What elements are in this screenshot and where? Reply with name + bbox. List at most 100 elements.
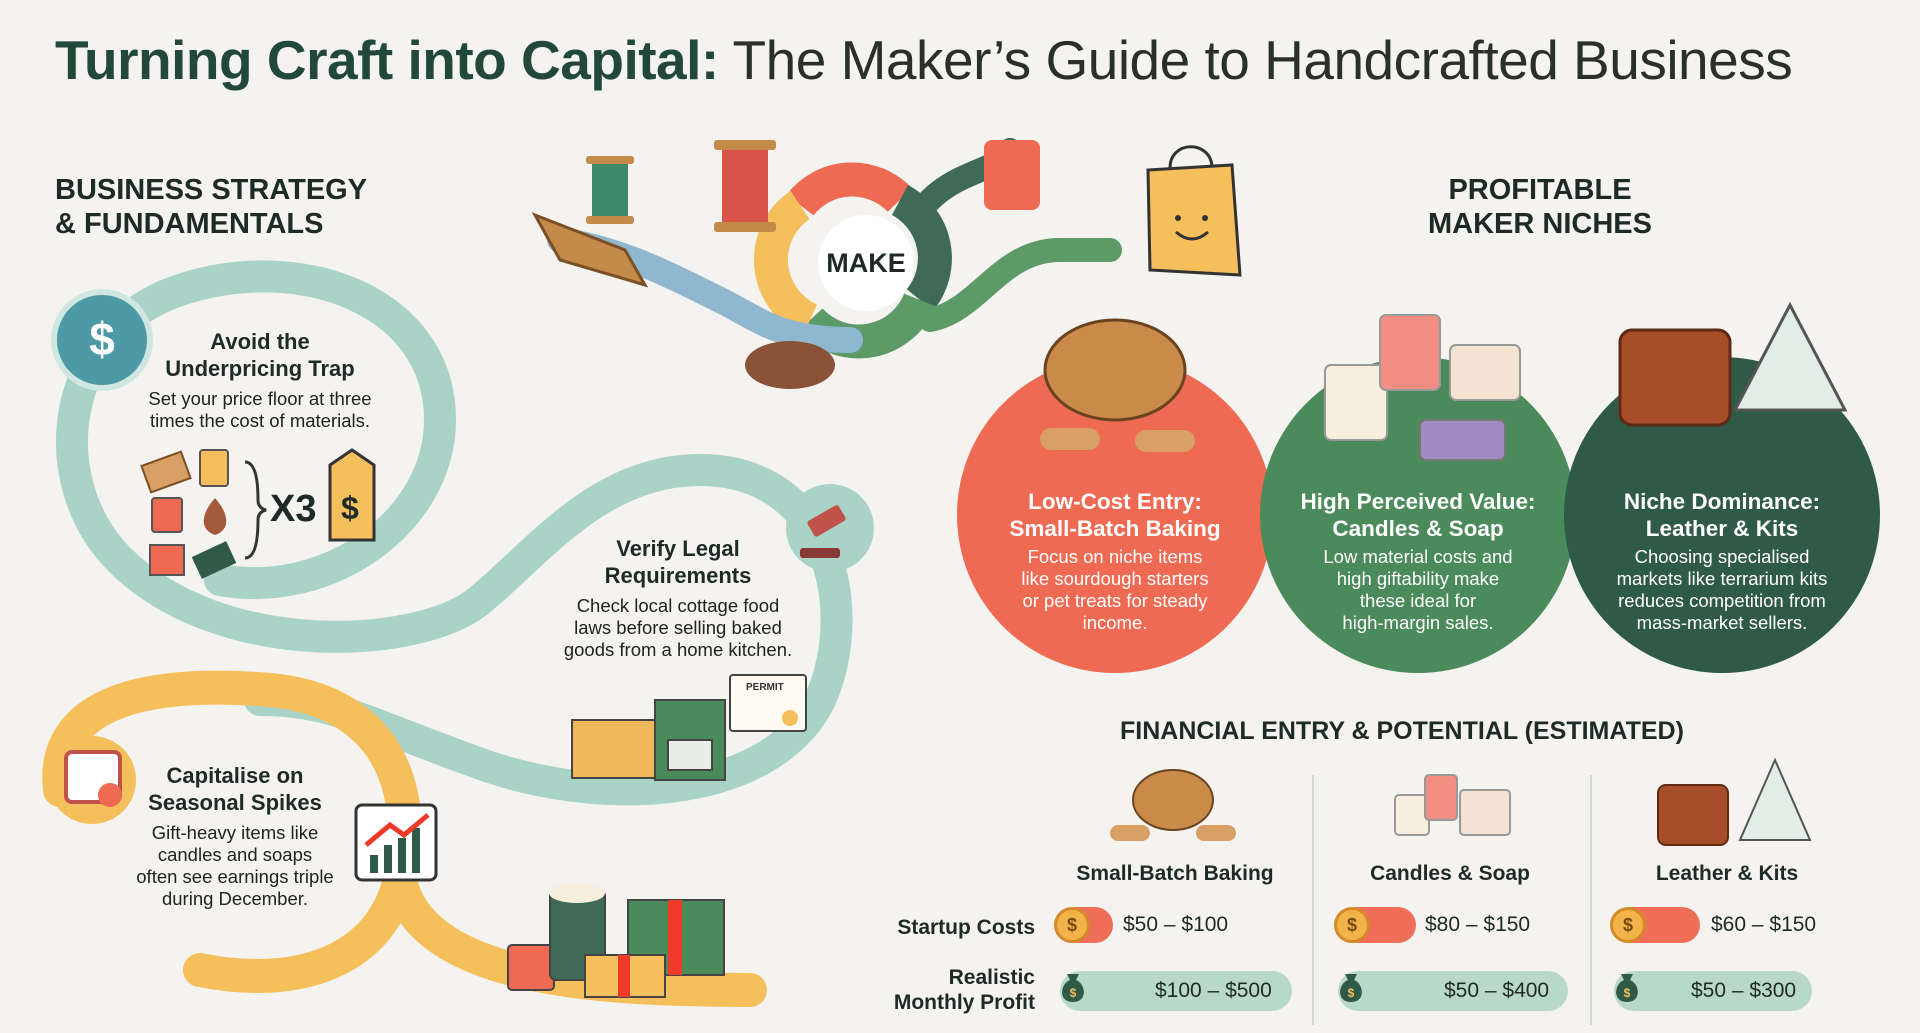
profit-bar-candles bbox=[1338, 971, 1568, 1011]
niche-circle-leather bbox=[1564, 357, 1880, 673]
bone-treat-icon bbox=[1040, 428, 1100, 450]
card-underpricing: Avoid the Underpricing Trap Set your pri… bbox=[120, 328, 400, 432]
make-label: MAKE bbox=[826, 248, 906, 278]
niche-candles-body-line4: high-margin sales. bbox=[1342, 612, 1494, 633]
profit-value-candles: $50 – $400 bbox=[1444, 979, 1550, 1002]
niche-leather-title: Niche Dominance: Leather & Kits bbox=[1587, 488, 1857, 542]
card-underpricing-title-line1: Avoid the bbox=[210, 329, 310, 354]
niche-baking-title: Low-Cost Entry: Small-Batch Baking bbox=[985, 488, 1245, 542]
card-underpricing-title-line2: Underpricing Trap bbox=[165, 356, 355, 381]
niche-leather-body-line1: Choosing specialised bbox=[1634, 546, 1810, 567]
fin-col-baking: Small-Batch Baking bbox=[1076, 862, 1274, 885]
niche-candles-body-line1: Low material costs and bbox=[1323, 546, 1513, 567]
coin-icon: $ bbox=[1610, 907, 1646, 943]
profit-bar-leather bbox=[1614, 971, 1812, 1011]
niche-baking-body-line2: like sourdough starters bbox=[1021, 568, 1209, 589]
title-rest: The Maker’s Guide to Handcrafted Busines… bbox=[732, 29, 1793, 91]
card-underpricing-body-line1: Set your price floor at three bbox=[148, 388, 372, 409]
row-label-startup: Startup Costs bbox=[897, 916, 1035, 939]
card-legal-body-line1: Check local cottage food bbox=[576, 595, 780, 616]
card-seasonal-title-line1: Capitalise on bbox=[166, 763, 304, 788]
card-underpricing-title: Avoid the Underpricing Trap bbox=[120, 328, 400, 382]
card-legal-body-line2: laws before selling baked bbox=[574, 617, 782, 638]
card-seasonal-title: Capitalise on Seasonal Spikes bbox=[110, 762, 360, 816]
profit-value-baking: $100 – $500 bbox=[1155, 979, 1272, 1002]
money-bag-icon: $ bbox=[1616, 974, 1638, 1002]
card-seasonal-title-line2: Seasonal Spikes bbox=[148, 790, 322, 815]
niche-baking-body: Focus on niche items like sourdough star… bbox=[985, 546, 1245, 634]
growth-chart-icon bbox=[354, 803, 438, 882]
card-legal-title-line2: Requirements bbox=[604, 563, 752, 588]
craft-materials-illustration bbox=[531, 140, 1242, 389]
niche-baking-body-line1: Focus on niche items bbox=[1027, 546, 1203, 567]
money-bag-icon: $ bbox=[1062, 974, 1084, 1002]
candle-icon bbox=[1324, 364, 1388, 441]
candles-and-gifts-illustration bbox=[507, 883, 725, 998]
column-divider bbox=[1590, 775, 1592, 1025]
fin-col-candles: Candles & Soap bbox=[1370, 862, 1530, 885]
strategy-heading-line2: & FUNDAMENTALS bbox=[55, 208, 324, 240]
niche-circle-baking bbox=[957, 357, 1273, 673]
card-seasonal-body-line4: during December. bbox=[161, 888, 309, 909]
dollar-icon-bg bbox=[51, 289, 153, 391]
niches-heading-line2: MAKER NICHES bbox=[1428, 208, 1652, 240]
row-label-profit: Realistic Monthly Profit bbox=[860, 965, 1035, 1015]
fin-terrarium-icon bbox=[1738, 757, 1812, 841]
niche-leather-title-line1: Niche Dominance: bbox=[1623, 489, 1821, 514]
niche-baking: Low-Cost Entry: Small-Batch Baking Focus… bbox=[985, 488, 1245, 634]
card-legal: Verify Legal Requirements Check local co… bbox=[548, 535, 808, 661]
card-legal-title-line1: Verify Legal bbox=[616, 536, 740, 561]
column-divider bbox=[1312, 775, 1314, 1025]
niche-leather-title-line2: Leather & Kits bbox=[1645, 516, 1799, 541]
niche-baking-body-line3: or pet treats for steady bbox=[1022, 590, 1208, 611]
page-title: Turning Craft into Capital: The Maker’s … bbox=[55, 28, 1793, 92]
profit-bar-baking bbox=[1060, 971, 1292, 1011]
startup-value-leather: $60 – $150 bbox=[1711, 913, 1817, 936]
strategy-heading-line1: BUSINESS STRATEGY bbox=[55, 174, 368, 206]
coin-icon: $ bbox=[1054, 907, 1090, 943]
multiplier-label: X3 bbox=[270, 488, 317, 530]
terrarium-icon bbox=[1732, 301, 1848, 412]
card-seasonal-body-line1: Gift-heavy items like bbox=[151, 822, 319, 843]
niche-leather-body-line3: reduces competition from bbox=[1618, 590, 1826, 611]
svg-text:$: $ bbox=[1348, 986, 1355, 1000]
kitchen-permit-illustration bbox=[571, 674, 807, 781]
svg-text:$: $ bbox=[1624, 986, 1631, 1000]
card-legal-body-line3: goods from a home kitchen. bbox=[563, 639, 793, 660]
profit-value-leather: $50 – $300 bbox=[1691, 979, 1797, 1002]
money-bag-icon: $ bbox=[1340, 974, 1362, 1002]
card-legal-title: Verify Legal Requirements bbox=[548, 535, 808, 589]
niche-leather-body: Choosing specialised markets like terrar… bbox=[1587, 546, 1857, 634]
materials-times-three-illustration bbox=[140, 448, 376, 579]
strategy-heading: BUSINESS STRATEGY & FUNDAMENTALS bbox=[55, 173, 367, 241]
niche-baking-body-line4: income. bbox=[1082, 612, 1148, 633]
niche-leather-body-line2: markets like terrarium kits bbox=[1616, 568, 1828, 589]
niches-heading: PROFITABLE MAKER NICHES bbox=[1390, 173, 1690, 241]
title-bold: Turning Craft into Capital: bbox=[55, 29, 719, 91]
niche-baking-title-line2: Small-Batch Baking bbox=[1009, 516, 1221, 541]
fin-col-leather: Leather & Kits bbox=[1655, 862, 1799, 885]
niche-baking-title-line1: Low-Cost Entry: bbox=[1028, 489, 1202, 514]
permit-label: PERMIT bbox=[746, 682, 784, 693]
startup-value-candles: $80 – $150 bbox=[1425, 913, 1531, 936]
niche-candles-title-line1: High Perceived Value: bbox=[1300, 489, 1536, 514]
fin-candle-icon bbox=[1394, 794, 1430, 836]
fin-wallet-icon bbox=[1657, 784, 1729, 846]
price-tag-icon: $ bbox=[341, 490, 359, 526]
card-legal-body: Check local cottage food laws before sel… bbox=[548, 595, 808, 661]
soap-icon bbox=[1449, 344, 1521, 401]
niche-candles-title-line2: Candles & Soap bbox=[1332, 516, 1504, 541]
dollar-icon: $ bbox=[89, 313, 115, 365]
financial-heading: FINANCIAL ENTRY & POTENTIAL (ESTIMATED) bbox=[1120, 717, 1684, 745]
wallet-icon bbox=[1618, 328, 1732, 427]
row-label-profit-line1: Realistic bbox=[948, 966, 1035, 989]
make-cycle bbox=[547, 138, 1122, 359]
card-seasonal-body: Gift-heavy items like candles and soaps … bbox=[110, 822, 360, 910]
teal-loop bbox=[164, 260, 457, 600]
card-seasonal: Capitalise on Seasonal Spikes Gift-heavy… bbox=[110, 762, 360, 910]
niche-leather-body-line4: mass-market sellers. bbox=[1636, 612, 1808, 633]
card-seasonal-body-line2: candles and soaps bbox=[157, 844, 313, 865]
niche-candles-body-line3: these ideal for bbox=[1359, 590, 1477, 611]
card-underpricing-body-line2: times the cost of materials. bbox=[149, 410, 371, 431]
